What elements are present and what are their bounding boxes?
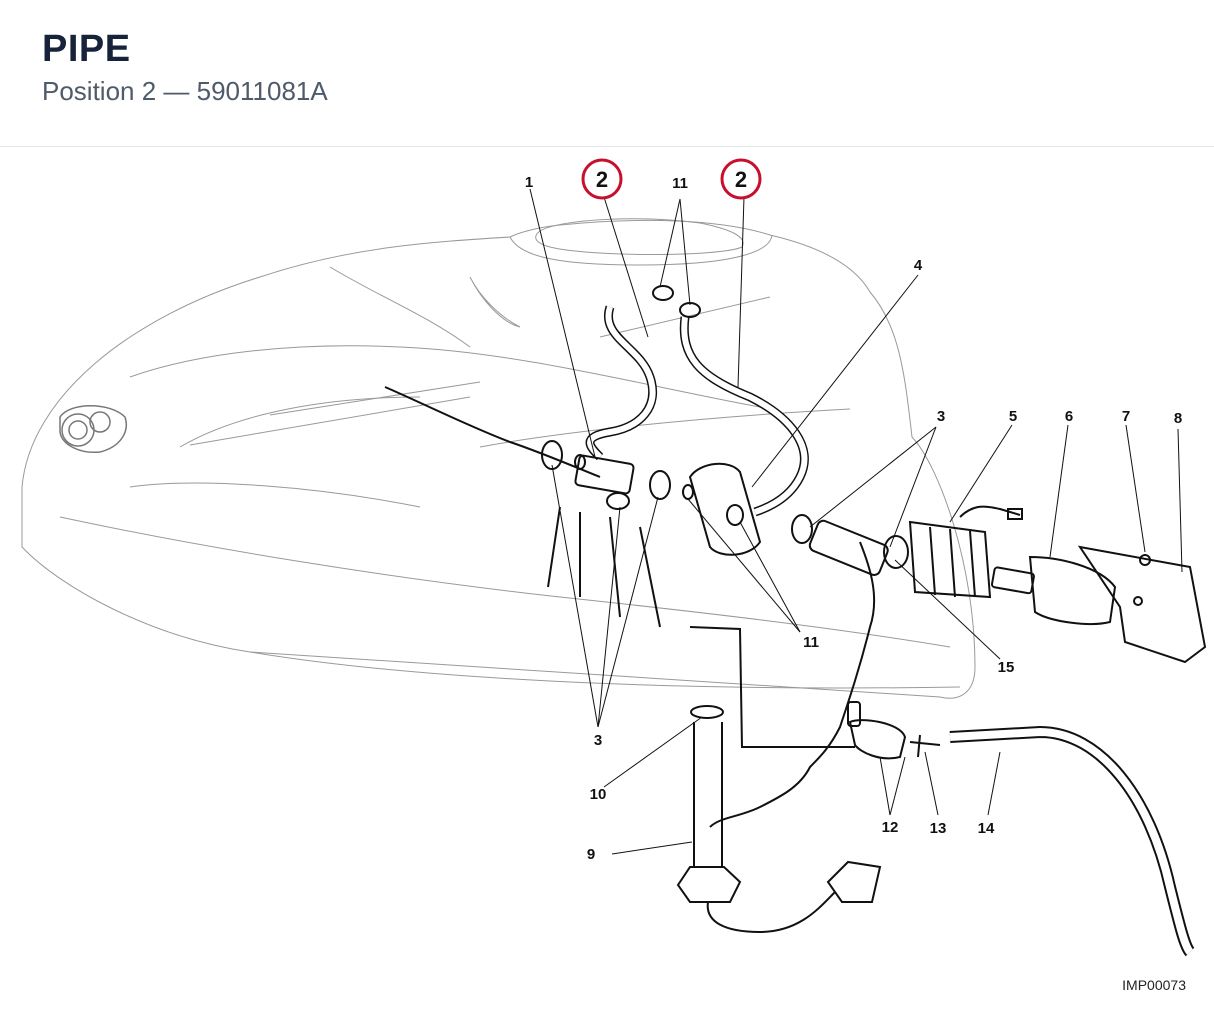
callout-3[interactable]: 3 xyxy=(937,408,945,425)
callout-11[interactable]: 11 xyxy=(672,175,688,192)
callout-14[interactable]: 14 xyxy=(978,820,995,837)
callout-12[interactable]: 12 xyxy=(882,819,899,836)
callout-11[interactable]: 11 xyxy=(803,634,819,651)
page-subtitle: Position 2 — 59011081A xyxy=(42,76,328,106)
fuel-tank-outline xyxy=(21,218,976,699)
callout-8[interactable]: 8 xyxy=(1174,410,1182,427)
callout-15[interactable]: 15 xyxy=(998,659,1015,676)
exploded-parts-diagram: 2 2 1 11 4 3 5 6 7 8 11 15 3 10 9 12 13 … xyxy=(21,158,1207,957)
callout-10[interactable]: 10 xyxy=(590,786,607,803)
parts-drawing xyxy=(384,285,1207,957)
callout-1[interactable]: 1 xyxy=(525,174,533,191)
callout-13[interactable]: 13 xyxy=(930,820,947,837)
callout-6[interactable]: 6 xyxy=(1065,408,1073,425)
callout-5[interactable]: 5 xyxy=(1009,408,1017,425)
callout-3[interactable]: 3 xyxy=(594,732,602,749)
leader-lines xyxy=(529,188,1183,855)
part-2-highlight-left[interactable]: 2 xyxy=(581,158,623,200)
image-reference: IMP00073 xyxy=(1122,977,1186,993)
page-header: PIPE Position 2 — 59011081A xyxy=(0,0,1214,147)
callout-7[interactable]: 7 xyxy=(1122,408,1130,425)
filler-cap-outline xyxy=(59,405,127,453)
callout-2-highlighted: 2 xyxy=(735,167,747,192)
part-2-highlight-right[interactable]: 2 xyxy=(720,158,762,200)
callout-2-highlighted: 2 xyxy=(596,167,608,192)
callout-4[interactable]: 4 xyxy=(914,257,923,274)
callout-9[interactable]: 9 xyxy=(587,846,595,863)
page-title: PIPE xyxy=(42,28,131,70)
